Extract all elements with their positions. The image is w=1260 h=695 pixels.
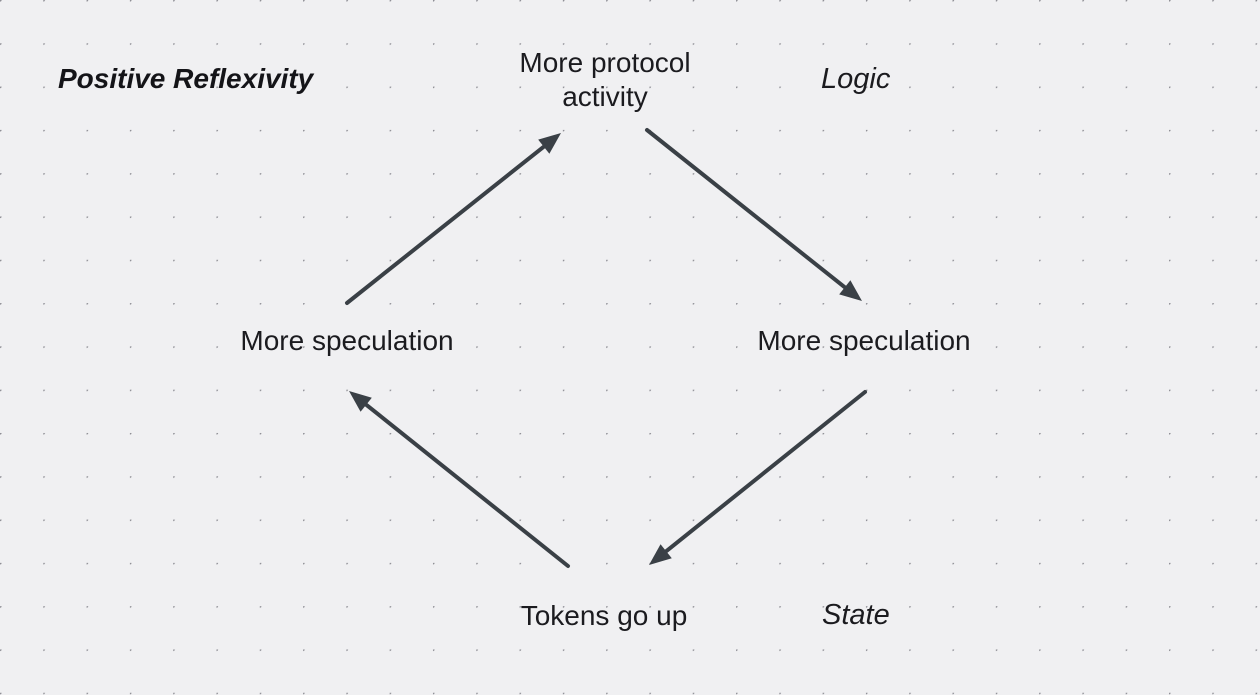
arrowhead-tokens-go-up-to-more-speculation-left bbox=[349, 391, 372, 412]
node-more-protocol-activity[interactable]: More protocol activity bbox=[519, 47, 691, 112]
node-more-speculation-right[interactable]: More speculation bbox=[757, 325, 971, 356]
arrowhead-more-speculation-left-to-more-protocol-activity bbox=[538, 133, 561, 154]
annotation-state[interactable]: State bbox=[822, 599, 890, 631]
diagram-title[interactable]: Positive Reflexivity bbox=[58, 63, 314, 94]
node-more-speculation-left[interactable]: More speculation bbox=[240, 325, 454, 356]
arrow-more-protocol-activity-to-more-speculation-right[interactable] bbox=[645, 128, 855, 296]
arrowhead-more-speculation-right-to-tokens-go-up bbox=[649, 544, 672, 565]
arrow-more-speculation-left-to-more-protocol-activity[interactable] bbox=[345, 138, 554, 305]
arrow-tokens-go-up-to-more-speculation-left[interactable] bbox=[356, 396, 570, 568]
annotation-logic[interactable]: Logic bbox=[821, 63, 891, 95]
arrow-more-speculation-right-to-tokens-go-up[interactable] bbox=[656, 390, 867, 560]
arrowhead-more-protocol-activity-to-more-speculation-right bbox=[839, 280, 862, 301]
node-tokens-go-up[interactable]: Tokens go up bbox=[520, 600, 688, 631]
